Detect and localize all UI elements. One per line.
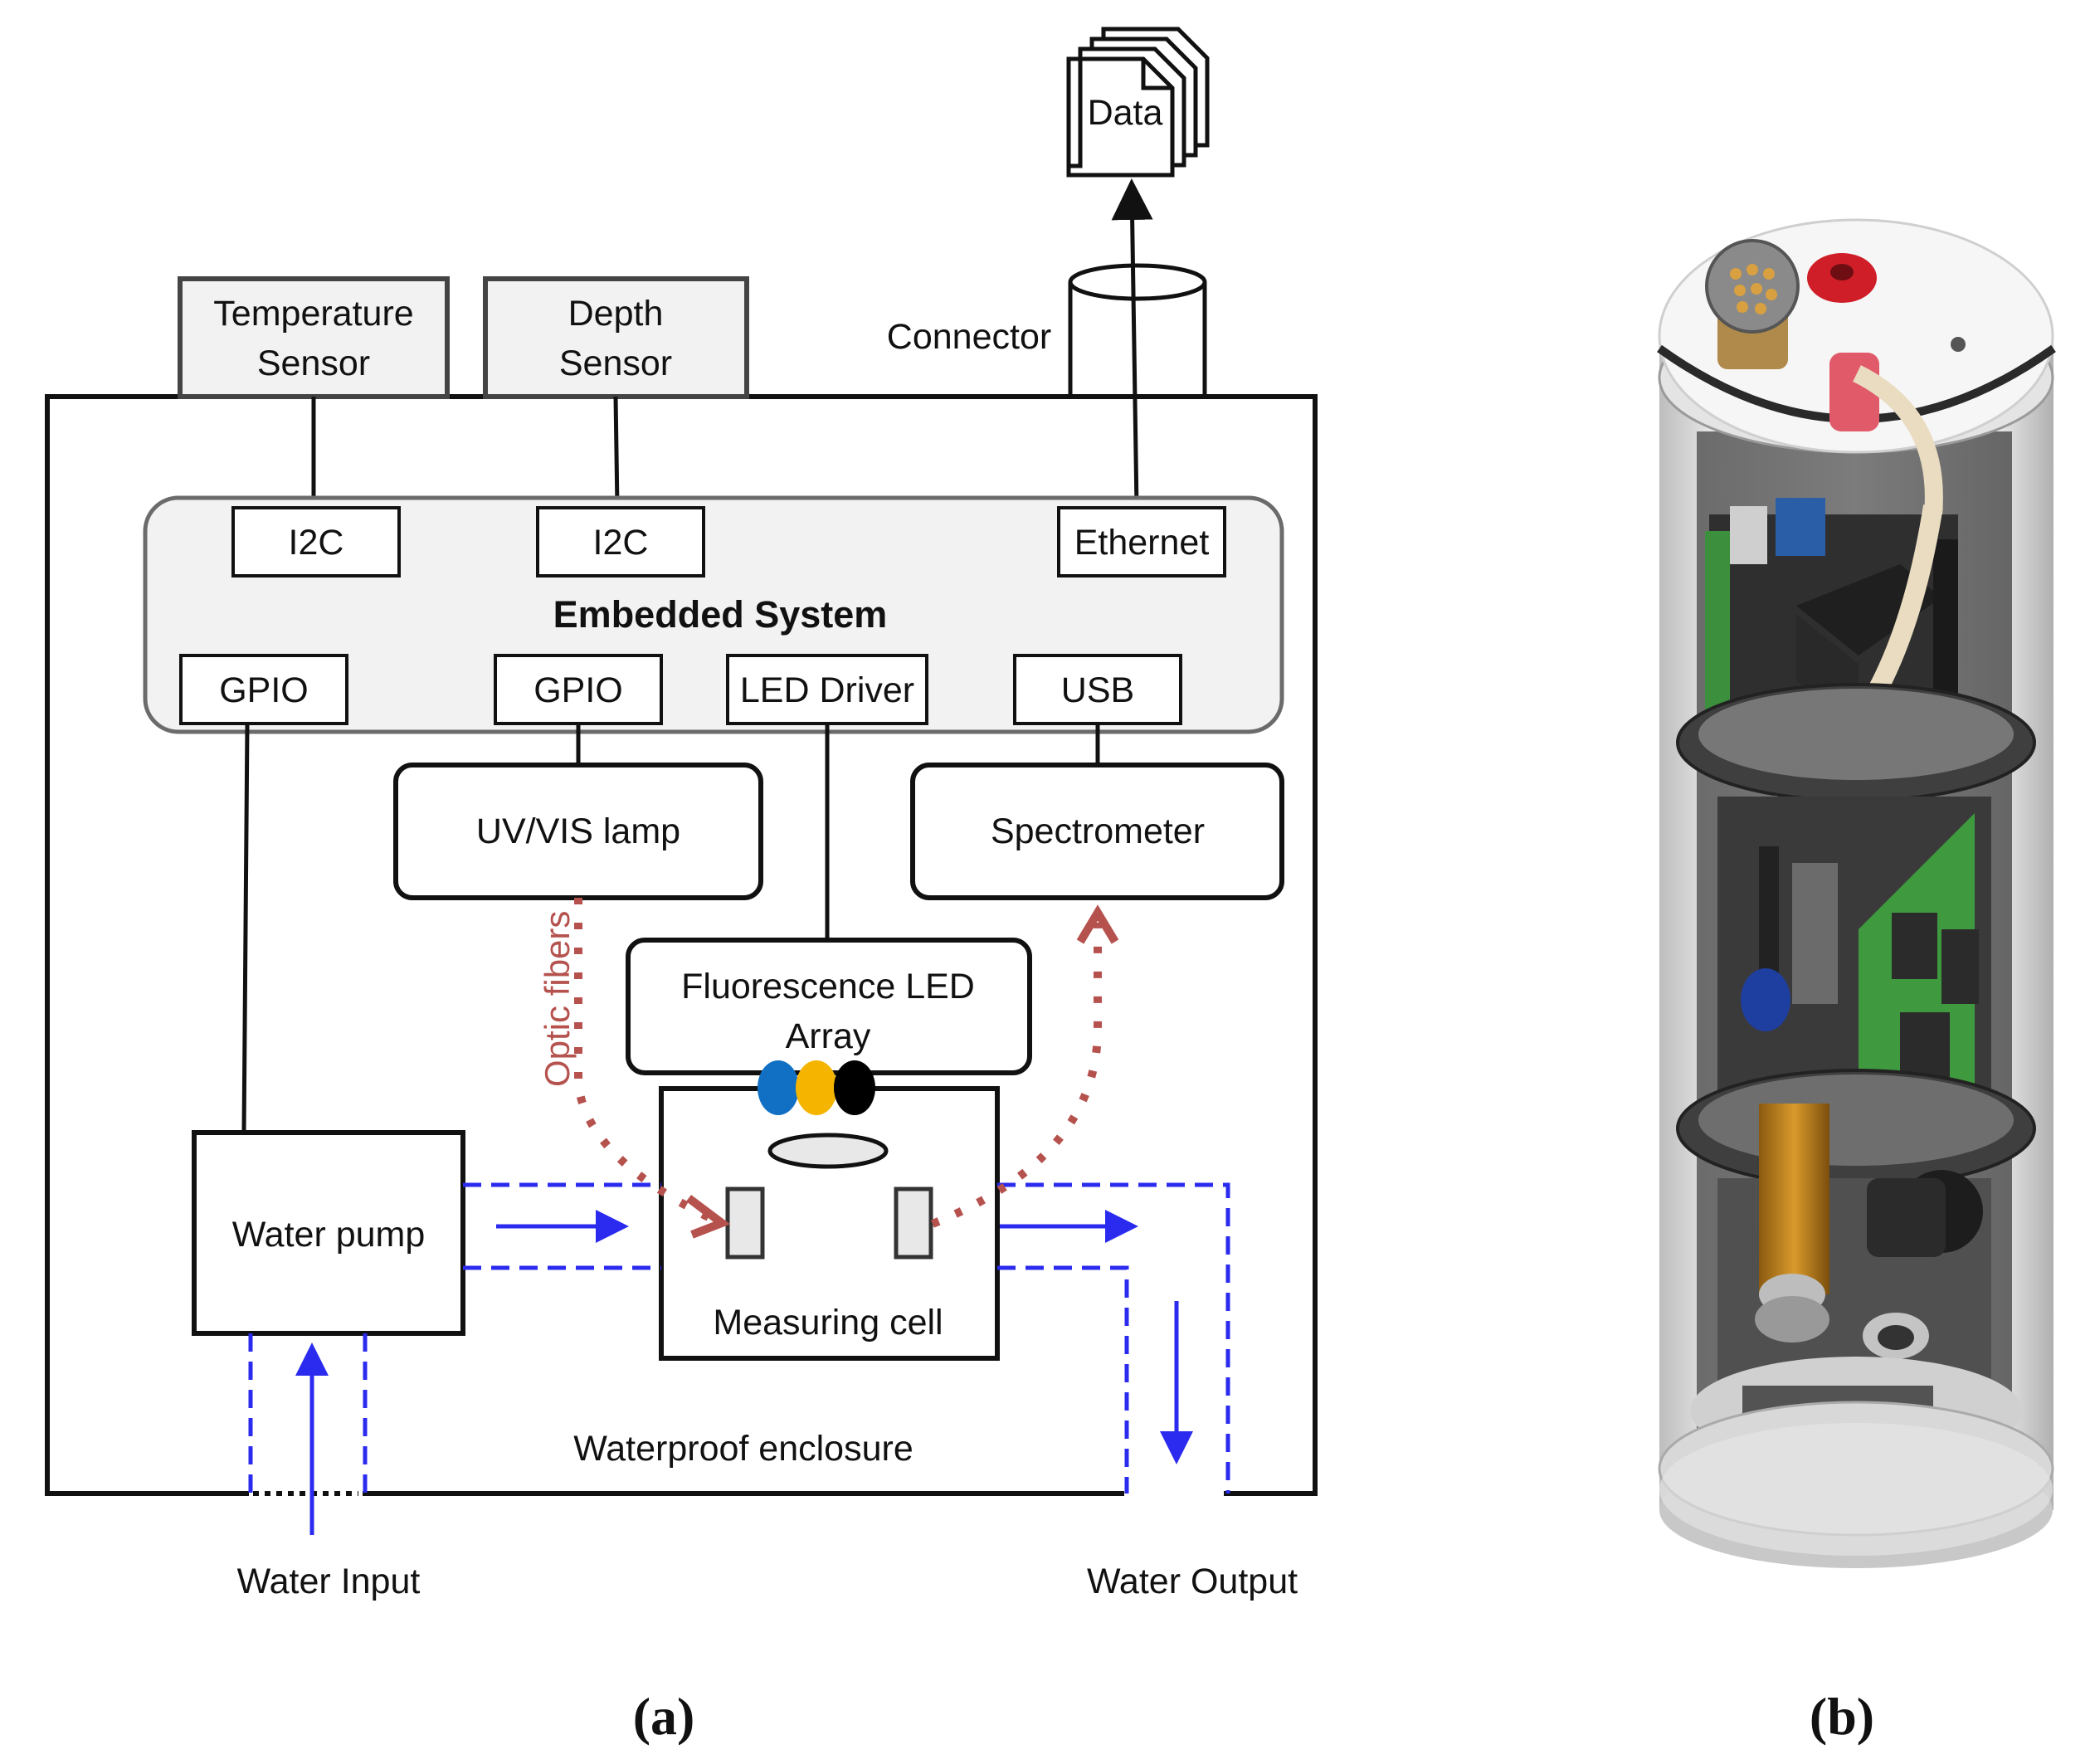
water-pump-box: Water pump xyxy=(192,1130,465,1336)
cuvette-window-right xyxy=(894,1187,933,1260)
connector-label: Connector xyxy=(887,317,1051,357)
data-document-icon: Data xyxy=(1066,27,1210,178)
water-flow-pipes xyxy=(248,1182,1230,1494)
led-blue-icon xyxy=(758,1060,799,1115)
lens-icon xyxy=(767,1133,889,1169)
water-flow-arrows xyxy=(295,1210,1193,1535)
i2c-port-left-label: I2C xyxy=(289,523,344,563)
water-output-label: Water Output xyxy=(1087,1562,1298,1601)
optic-fiber-cell-to-spectrometer xyxy=(931,923,1102,1228)
embedded-system-label: Embedded System xyxy=(553,593,888,636)
data-label: Data xyxy=(1088,93,1163,133)
led-cluster xyxy=(758,1060,875,1115)
ethernet-data-arrow xyxy=(1111,178,1153,509)
cuvette-window-left xyxy=(725,1187,765,1260)
optic-fiber-lamp-to-cell xyxy=(574,898,716,1224)
connector: Connector xyxy=(887,263,1207,397)
depth-sensor-box: Depth Sensor xyxy=(483,276,749,399)
gpio-port-right-label: GPIO xyxy=(533,670,623,710)
water-pump-label: Water pump xyxy=(232,1215,426,1255)
led-driver-port-label: LED Driver xyxy=(740,670,914,710)
measuring-cell-label: Measuring cell xyxy=(713,1303,943,1342)
gpio-pump-wire xyxy=(241,723,250,1133)
usb-port-label: USB xyxy=(1061,670,1134,710)
optic-fiber-arrowheads xyxy=(686,904,1119,1239)
depth-i2c-line xyxy=(613,396,620,509)
waterproof-enclosure-outline xyxy=(45,394,1318,1496)
optic-fibers-label: Optic fibers xyxy=(538,911,577,1087)
measuring-cell-box: Measuring cell xyxy=(659,1086,1000,1361)
spectrometer-label: Spectrometer xyxy=(991,811,1205,851)
uv-vis-lamp-label: UV/VIS lamp xyxy=(476,811,680,851)
optic-arrowhead-spectrometer xyxy=(1076,904,1119,944)
fluorescence-led-line2: Array xyxy=(786,1016,871,1056)
depth-sensor-line1: Depth xyxy=(568,294,664,334)
temperature-sensor-line2: Sensor xyxy=(257,344,370,383)
usb-port xyxy=(1013,654,1182,725)
temperature-sensor-line1: Temperature xyxy=(213,294,413,334)
fluorescence-led-array-box: Fluorescence LED Array xyxy=(626,938,1032,1075)
gpio-port-left xyxy=(179,654,348,725)
i2c-port-right-label: I2C xyxy=(593,523,649,563)
panel-a: Data Connector Temperature Sensor xyxy=(45,27,1318,1601)
panel-b-device-render xyxy=(1657,218,2056,1568)
embedded-system: Embedded System I2C I2C Ethernet GPIO GP… xyxy=(143,495,1284,734)
i2c-port-right xyxy=(536,506,705,577)
led-black-icon xyxy=(834,1060,875,1115)
caption-b: (b) xyxy=(1810,1687,1874,1746)
water-input-label: Water Input xyxy=(237,1562,421,1601)
ethernet-port xyxy=(1057,506,1226,577)
i2c-port-left xyxy=(231,506,401,577)
gpio-port-right xyxy=(494,654,663,725)
temperature-sensor-box: Temperature Sensor xyxy=(178,276,450,399)
optic-arrowhead-cell xyxy=(686,1195,731,1239)
waterproof-enclosure-label: Waterproof enclosure xyxy=(573,1429,913,1469)
ethernet-port-label: Ethernet xyxy=(1074,523,1210,563)
optic-fiber-paths xyxy=(574,898,1102,1228)
led-yellow-icon xyxy=(796,1060,837,1115)
uv-vis-lamp-box: UV/VIS lamp xyxy=(393,763,763,900)
depth-sensor-line2: Sensor xyxy=(559,344,672,383)
gpio-port-left-label: GPIO xyxy=(219,670,309,710)
fluorescence-led-line1: Fluorescence LED xyxy=(681,967,975,1006)
spectrometer-box: Spectrometer xyxy=(910,763,1284,900)
caption-a: (a) xyxy=(633,1687,695,1746)
